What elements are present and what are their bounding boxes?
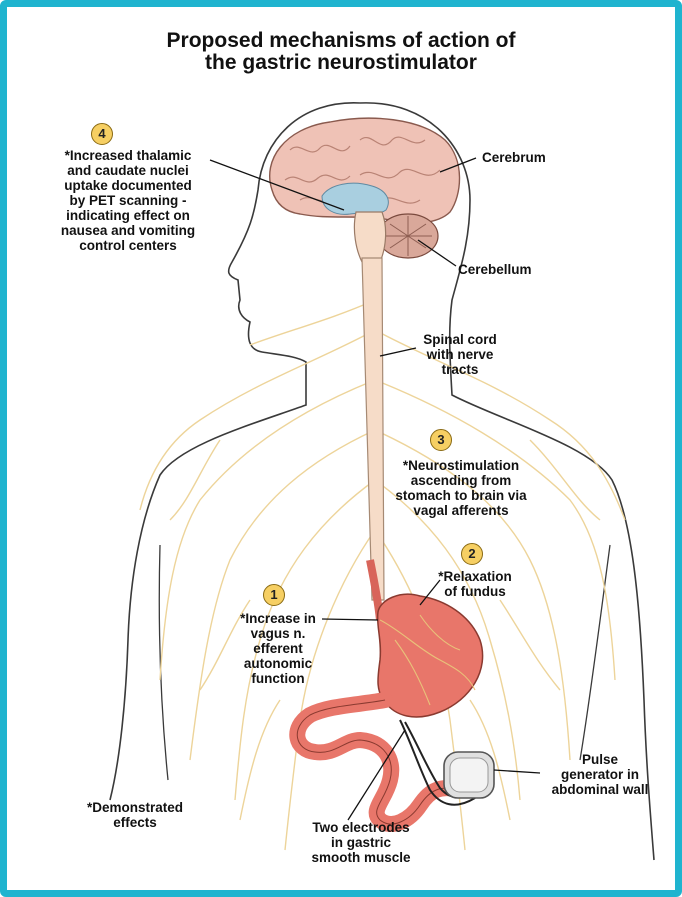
effect-4-line: indicating effect on bbox=[28, 208, 228, 223]
spinal-cord-line: tracts bbox=[410, 362, 510, 377]
effect-4-line: uptake documented bbox=[28, 178, 228, 193]
effect-3-label: *Neurostimulation ascending from stomach… bbox=[376, 458, 546, 518]
demonstrated-effects-note: *Demonstrated effects bbox=[80, 800, 190, 830]
pulse-generator-line: abdominal wall bbox=[540, 782, 660, 797]
demonstrated-line: *Demonstrated bbox=[80, 800, 190, 815]
electrodes-line: Two electrodes bbox=[296, 820, 426, 835]
spinal-cord-label: Spinal cord with nerve tracts bbox=[410, 332, 510, 377]
effect-3-badge: 3 bbox=[430, 429, 452, 451]
effect-2-line: *Relaxation bbox=[425, 569, 525, 584]
effect-1-label: *Increase in vagus n. efferent autonomic… bbox=[228, 611, 328, 686]
effect-2-line: of fundus bbox=[425, 584, 525, 599]
effect-4-line: and caudate nuclei bbox=[28, 163, 228, 178]
effect-2-label: *Relaxation of fundus bbox=[425, 569, 525, 599]
effect-1-badge: 1 bbox=[263, 584, 285, 606]
stomach bbox=[378, 594, 483, 717]
spinal-cord-line: Spinal cord bbox=[410, 332, 510, 347]
electrodes-label: Two electrodes in gastric smooth muscle bbox=[296, 820, 426, 865]
effect-4-badge: 4 bbox=[91, 123, 113, 145]
effect-1-line: efferent bbox=[228, 641, 328, 656]
pulse-generator-label: Pulse generator in abdominal wall bbox=[540, 752, 660, 797]
title-line-2: the gastric neurostimulator bbox=[0, 52, 682, 74]
cerebrum-label: Cerebrum bbox=[482, 150, 546, 165]
pulse-generator-line: generator in bbox=[540, 767, 660, 782]
title-line-1: Proposed mechanisms of action of bbox=[0, 30, 682, 52]
arm-right bbox=[580, 545, 610, 760]
effect-1-line: function bbox=[228, 671, 328, 686]
effect-4-line: *Increased thalamic bbox=[28, 148, 228, 163]
effect-2-badge: 2 bbox=[461, 543, 483, 565]
effect-1-line: *Increase in bbox=[228, 611, 328, 626]
pulse-generator-line: Pulse bbox=[540, 752, 660, 767]
electrodes-line: in gastric bbox=[296, 835, 426, 850]
cerebellum bbox=[378, 214, 438, 258]
ventricle bbox=[322, 183, 388, 214]
demonstrated-line: effects bbox=[80, 815, 190, 830]
effect-3-line: ascending from bbox=[376, 473, 546, 488]
effect-3-line: stomach to brain via bbox=[376, 488, 546, 503]
electrodes-line: smooth muscle bbox=[296, 850, 426, 865]
brainstem bbox=[354, 212, 385, 262]
effect-4-line: by PET scanning - bbox=[28, 193, 228, 208]
spinal-cord-line: with nerve bbox=[410, 347, 510, 362]
effect-3-line: vagal afferents bbox=[376, 503, 546, 518]
cerebellum-label: Cerebellum bbox=[458, 262, 532, 277]
spinal-cord bbox=[362, 258, 384, 600]
figure-title: Proposed mechanisms of action of the gas… bbox=[0, 30, 682, 74]
effect-3-line: *Neurostimulation bbox=[376, 458, 546, 473]
effect-4-line: nausea and vomiting bbox=[28, 223, 228, 238]
effect-1-line: autonomic bbox=[228, 656, 328, 671]
effect-4-label: *Increased thalamic and caudate nuclei u… bbox=[28, 148, 228, 253]
effect-1-line: vagus n. bbox=[228, 626, 328, 641]
effect-4-line: control centers bbox=[28, 238, 228, 253]
